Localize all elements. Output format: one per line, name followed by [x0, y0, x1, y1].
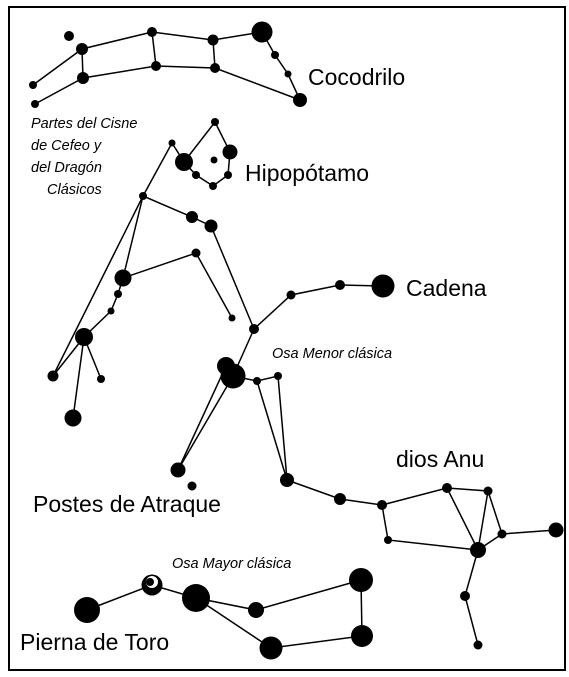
hipopotamo-line-neck	[141, 141, 212, 227]
label-cisne-2: de Cefeo y	[31, 138, 102, 154]
star	[259, 636, 283, 660]
anu-constellation	[286, 479, 564, 650]
star	[284, 70, 292, 78]
star	[222, 144, 238, 160]
star	[97, 375, 105, 383]
star	[191, 248, 201, 258]
star	[187, 481, 197, 491]
anu-line-c	[464, 490, 489, 646]
star	[139, 192, 147, 200]
star	[207, 34, 219, 46]
star	[170, 462, 186, 478]
label-cisne-3: del Dragón	[31, 160, 102, 176]
label-osa-mayor: Osa Mayor clásica	[172, 556, 291, 572]
star	[293, 93, 307, 107]
label-cisne-4: Clásicos	[47, 182, 102, 198]
star	[175, 153, 193, 171]
star	[334, 493, 346, 505]
star	[548, 522, 564, 538]
star	[75, 328, 93, 346]
star	[351, 625, 373, 647]
star	[151, 61, 161, 71]
label-cisne-1: Partes del Cisne	[31, 116, 137, 132]
hipopotamo-line-leg1	[72, 195, 144, 419]
star	[192, 171, 200, 179]
star	[460, 591, 470, 601]
star	[209, 182, 217, 190]
star	[47, 370, 59, 382]
star	[114, 290, 122, 298]
star	[271, 51, 279, 59]
star	[114, 269, 132, 287]
star	[29, 81, 37, 89]
star	[470, 542, 486, 558]
star	[248, 602, 264, 618]
cocodrilo-line-b	[151, 31, 157, 67]
star	[186, 211, 198, 223]
star	[204, 219, 218, 233]
osa-menor-constellation	[170, 328, 294, 491]
star	[220, 363, 246, 389]
cadena-constellation	[249, 274, 395, 334]
anu-line-d	[446, 487, 479, 551]
hipopotamo-constellation	[47, 118, 384, 427]
star	[211, 118, 219, 126]
label-pierna: Pierna de Toro	[20, 629, 169, 655]
star	[74, 597, 100, 623]
label-cadena: Cadena	[406, 275, 487, 301]
cocodrilo-line-bottom	[34, 65, 301, 105]
star	[210, 156, 218, 164]
star	[182, 584, 210, 612]
star	[224, 171, 232, 179]
cocodrilo-line-tail	[261, 31, 301, 101]
star	[253, 377, 261, 385]
hipopotamo-line-back	[210, 225, 384, 331]
star	[483, 486, 493, 496]
star	[107, 307, 115, 315]
star	[274, 372, 282, 380]
star	[210, 63, 220, 73]
star	[168, 139, 176, 147]
star	[251, 21, 273, 43]
star	[497, 529, 507, 539]
label-osa-menor: Osa Menor clásica	[272, 346, 392, 362]
star	[31, 100, 39, 108]
star	[228, 314, 236, 322]
star	[377, 500, 387, 510]
star	[384, 536, 392, 544]
star	[146, 578, 154, 586]
hipopotamo-line-leg2	[122, 252, 233, 319]
osa-mayor-constellation	[74, 568, 373, 660]
star	[147, 27, 157, 37]
label-hipopotamo: Hipopótamo	[245, 160, 369, 186]
label-postes: Postes de Atraque	[33, 491, 221, 517]
star	[64, 31, 74, 41]
star	[76, 43, 88, 55]
star	[371, 274, 395, 298]
star	[442, 483, 452, 493]
cocodrilo-constellation	[29, 21, 307, 108]
star	[77, 72, 89, 84]
hipopotamo-line-leg3	[52, 195, 144, 377]
osa-menor-line-d	[256, 380, 288, 481]
label-cocodrilo: Cocodrilo	[308, 64, 405, 90]
label-anu: dios Anu	[396, 446, 484, 472]
star	[473, 640, 483, 650]
star	[64, 409, 82, 427]
anu-line-b	[381, 487, 557, 535]
star	[349, 568, 373, 592]
map-frame	[8, 6, 566, 671]
star	[286, 290, 296, 300]
star	[335, 280, 345, 290]
